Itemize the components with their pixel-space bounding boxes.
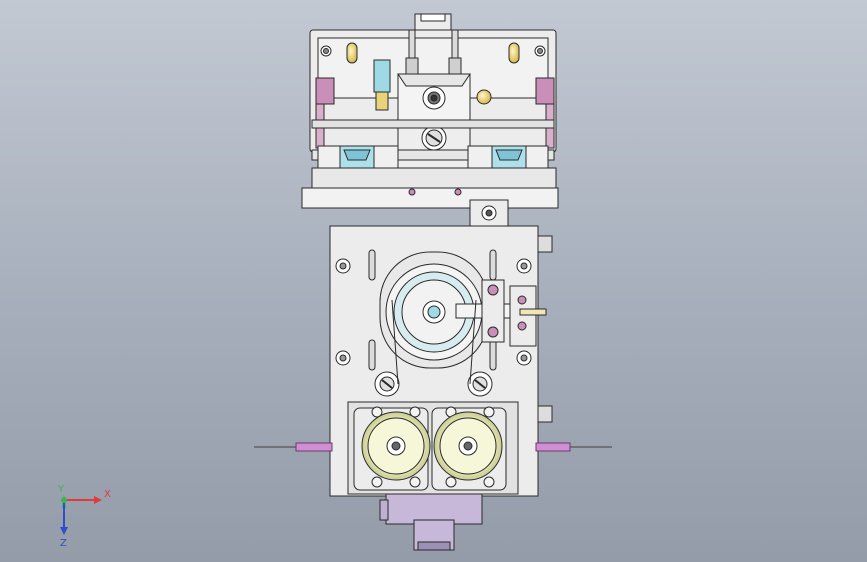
- roller-screws: [371, 406, 495, 488]
- cyan-cylinder: [373, 59, 391, 93]
- linear-guide-left: [317, 145, 399, 182]
- x-axis-label: X: [104, 489, 111, 500]
- guide-rod: [408, 29, 416, 61]
- feed-roller-left: [361, 411, 431, 481]
- pink-side-block: [315, 77, 335, 105]
- triad-origin: [61, 497, 67, 503]
- guide-rod: [451, 29, 459, 61]
- wire-needle-left: [254, 442, 333, 452]
- carriage-bar: [311, 167, 557, 189]
- horizontal-rail: [311, 119, 555, 129]
- y-axis-label: Y: [57, 484, 65, 495]
- upper-assembly: [301, 13, 559, 227]
- brass-pin: [476, 89, 492, 105]
- belt: [391, 299, 477, 385]
- z-axis-label: Z: [60, 538, 67, 549]
- linear-guide-right: [467, 145, 549, 182]
- tensioner-arm: [455, 279, 547, 347]
- x-axis-arrow: [94, 496, 102, 504]
- pink-side-block: [535, 77, 555, 105]
- slot-hole: [346, 42, 358, 64]
- z-axis-arrow: [60, 527, 68, 535]
- slot-hole: [508, 42, 520, 64]
- feed-roller-right: [433, 411, 503, 481]
- main-body: [329, 225, 553, 497]
- wire-needle-right: [535, 442, 612, 452]
- large-pulley: [379, 251, 489, 369]
- drive-motor: [379, 493, 483, 551]
- coordinate-triad[interactable]: X Y Z: [57, 484, 111, 549]
